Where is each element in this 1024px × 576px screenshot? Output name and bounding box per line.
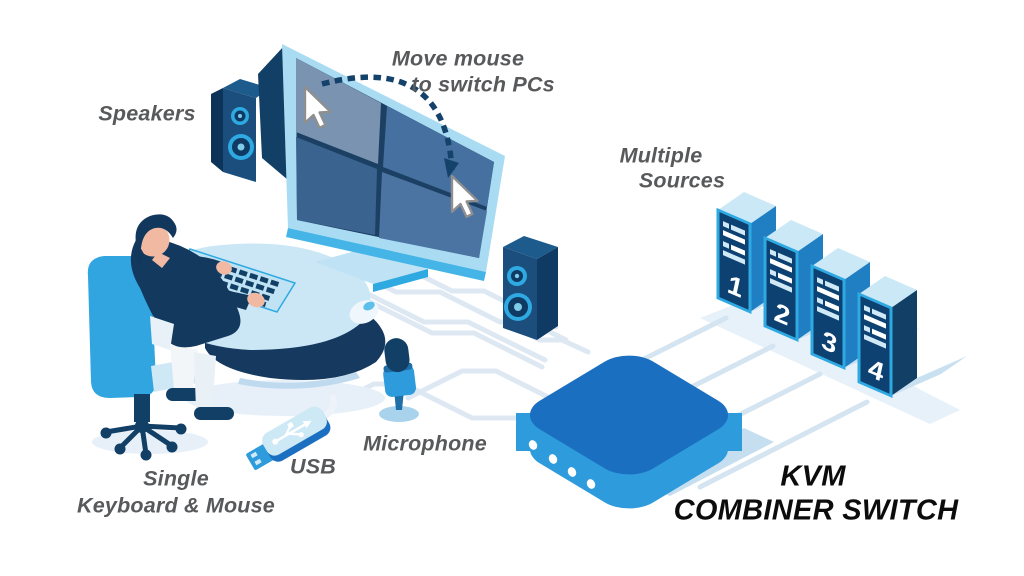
cursor-icon-2 — [450, 174, 479, 218]
drive-slot — [723, 241, 729, 249]
label-speakers: Speakers — [98, 101, 196, 126]
drive-slot — [723, 250, 745, 265]
label-multiple-sources-line2: Sources — [638, 168, 726, 193]
drive-slot — [731, 224, 745, 236]
label-kvm-line2: COMBINER SWITCH — [673, 494, 959, 527]
speaker-side-face — [211, 88, 223, 172]
arc-arrowhead-icon — [444, 158, 459, 178]
label-move-mouse-line2: to switch PCs — [411, 72, 555, 97]
drive-slot — [770, 278, 792, 293]
desk-bottom-edge — [238, 372, 360, 389]
person-hand — [216, 261, 232, 275]
label-microphone: Microphone — [363, 431, 487, 456]
monitor-screen — [296, 58, 494, 258]
cursor-icon-1 — [303, 85, 332, 129]
screen-quadrant-br — [379, 172, 487, 258]
shoe-icon — [194, 407, 234, 420]
person-hair-back — [133, 240, 144, 266]
drive-slot — [817, 277, 823, 285]
screen-quadrant-tr — [383, 106, 494, 207]
cable-server-4 — [697, 399, 870, 490]
mic-capsule — [384, 338, 410, 373]
chair-wheels — [100, 419, 187, 461]
label-move-mouse-line1: Move mouse — [391, 46, 525, 71]
label-usb: USB — [290, 454, 336, 479]
label-multiple-sources-line1: Multiple — [619, 143, 703, 168]
drive-slot — [770, 249, 776, 257]
mouse — [349, 300, 379, 324]
person-hair — [135, 214, 177, 251]
leg — [194, 352, 216, 412]
server-tower-4: 4 — [857, 276, 917, 398]
drive-slot — [778, 252, 792, 264]
monitor — [258, 44, 505, 292]
person-arm — [166, 288, 252, 310]
drive-slot — [731, 244, 745, 256]
kvm-top-face — [529, 355, 729, 475]
usb-connector-notch — [254, 458, 262, 466]
kvm-switch — [516, 355, 774, 509]
drive-slot — [864, 305, 870, 313]
shoe-icon — [166, 388, 204, 401]
speaker-top-face — [503, 236, 558, 259]
leg — [170, 344, 198, 394]
drive-slot — [723, 221, 729, 229]
usb-stick — [246, 394, 337, 470]
drive-slot — [864, 314, 886, 329]
person — [130, 214, 265, 350]
server-number: 4 — [868, 351, 884, 389]
drive-slot — [817, 286, 839, 301]
drive-slot — [770, 269, 776, 277]
drive-slot — [825, 300, 839, 312]
speaker-side-face — [537, 247, 558, 340]
person-arm — [160, 256, 222, 276]
server-number: 1 — [727, 267, 742, 304]
kvm-body — [516, 355, 742, 509]
mic-base — [379, 406, 419, 422]
drive-slot — [872, 328, 886, 340]
microphone — [379, 338, 419, 422]
switch-arc — [321, 74, 459, 178]
usb-trident-icon — [272, 420, 312, 445]
label-kvm-line1: KVM — [780, 460, 846, 493]
drive-slot — [825, 280, 839, 292]
screen-quadrant-bl — [296, 137, 377, 235]
chair-back — [87, 256, 156, 398]
server-tower-1: 1 — [716, 192, 776, 314]
speaker-cone-icon — [228, 107, 254, 160]
server-side-face — [891, 290, 917, 396]
mouse-button — [363, 301, 375, 311]
speaker-left — [211, 79, 270, 182]
server-number: 2 — [774, 295, 790, 333]
label-single-keyboard-line2: Keyboard & Mouse — [77, 493, 275, 518]
chair-base — [100, 394, 187, 461]
mic-body — [383, 365, 417, 397]
cable-microphone — [405, 368, 551, 401]
server-tower-3: 3 — [810, 248, 870, 370]
drive-slot — [817, 306, 839, 321]
monitor-frame-edge — [286, 228, 486, 281]
drive-slot — [872, 308, 886, 320]
kvm-led-dots — [528, 440, 596, 489]
screen-quadrant-tl — [296, 58, 381, 164]
drive-slot — [778, 272, 792, 284]
speaker-top-face — [223, 79, 270, 98]
chair-column — [134, 394, 150, 422]
drive-slot — [770, 258, 792, 273]
drive-slot — [864, 334, 886, 349]
person-hand — [247, 292, 265, 308]
monitor-back — [258, 46, 288, 180]
speaker-right — [503, 236, 558, 340]
usb-connector-notch — [250, 451, 258, 459]
server-number: 3 — [821, 323, 836, 360]
speaker-cone-icon — [504, 266, 532, 321]
person-shirt — [150, 316, 174, 350]
drive-slot — [817, 297, 823, 305]
drive-slot — [723, 230, 745, 245]
label-single-keyboard-line1: Single — [143, 466, 209, 491]
person-legs — [166, 344, 234, 420]
drive-slot — [864, 325, 870, 333]
